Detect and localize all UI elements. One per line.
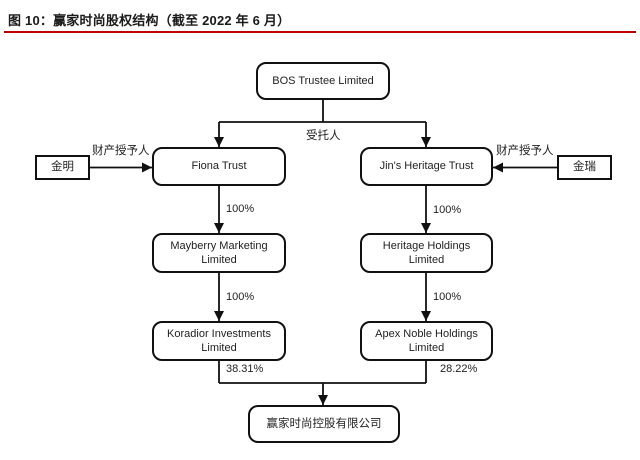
label-settlor-left: 财产授予人 [92, 145, 150, 157]
figure-title: 图 10：赢家时尚股权结构（截至 2022 年 6 月） [8, 13, 291, 28]
node-mayberry-marketing: Mayberry Marketing Limited [152, 233, 286, 273]
label-pct-fiona-mayberry: 100% [226, 203, 255, 215]
node-bos-trustee: BOS Trustee Limited [256, 62, 390, 100]
label-pct-heritage-apex: 100% [433, 291, 462, 303]
label-pct-apex-company: 28.22% [440, 363, 478, 375]
label-pct-koradior-company: 38.31% [226, 363, 264, 375]
label-settlor-right: 财产授予人 [496, 145, 554, 157]
node-fiona-trust: Fiona Trust [152, 147, 286, 186]
node-jin-ming: 金明 [35, 155, 90, 180]
label-pct-jin-heritage: 100% [433, 204, 462, 216]
node-jin-rui: 金瑞 [557, 155, 612, 180]
node-heritage-holdings: Heritage Holdings Limited [360, 233, 493, 273]
node-koradior-investments: Koradior Investments Limited [152, 321, 286, 361]
label-pct-mayberry-koradior: 100% [226, 291, 255, 303]
node-apex-noble: Apex Noble Holdings Limited [360, 321, 493, 361]
node-jins-heritage-trust: Jin's Heritage Trust [360, 147, 493, 186]
node-winner-fashion-company: 赢家时尚控股有限公司 [248, 405, 400, 443]
label-trustee: 受托人 [306, 130, 341, 142]
title-underline-rule [4, 31, 636, 33]
